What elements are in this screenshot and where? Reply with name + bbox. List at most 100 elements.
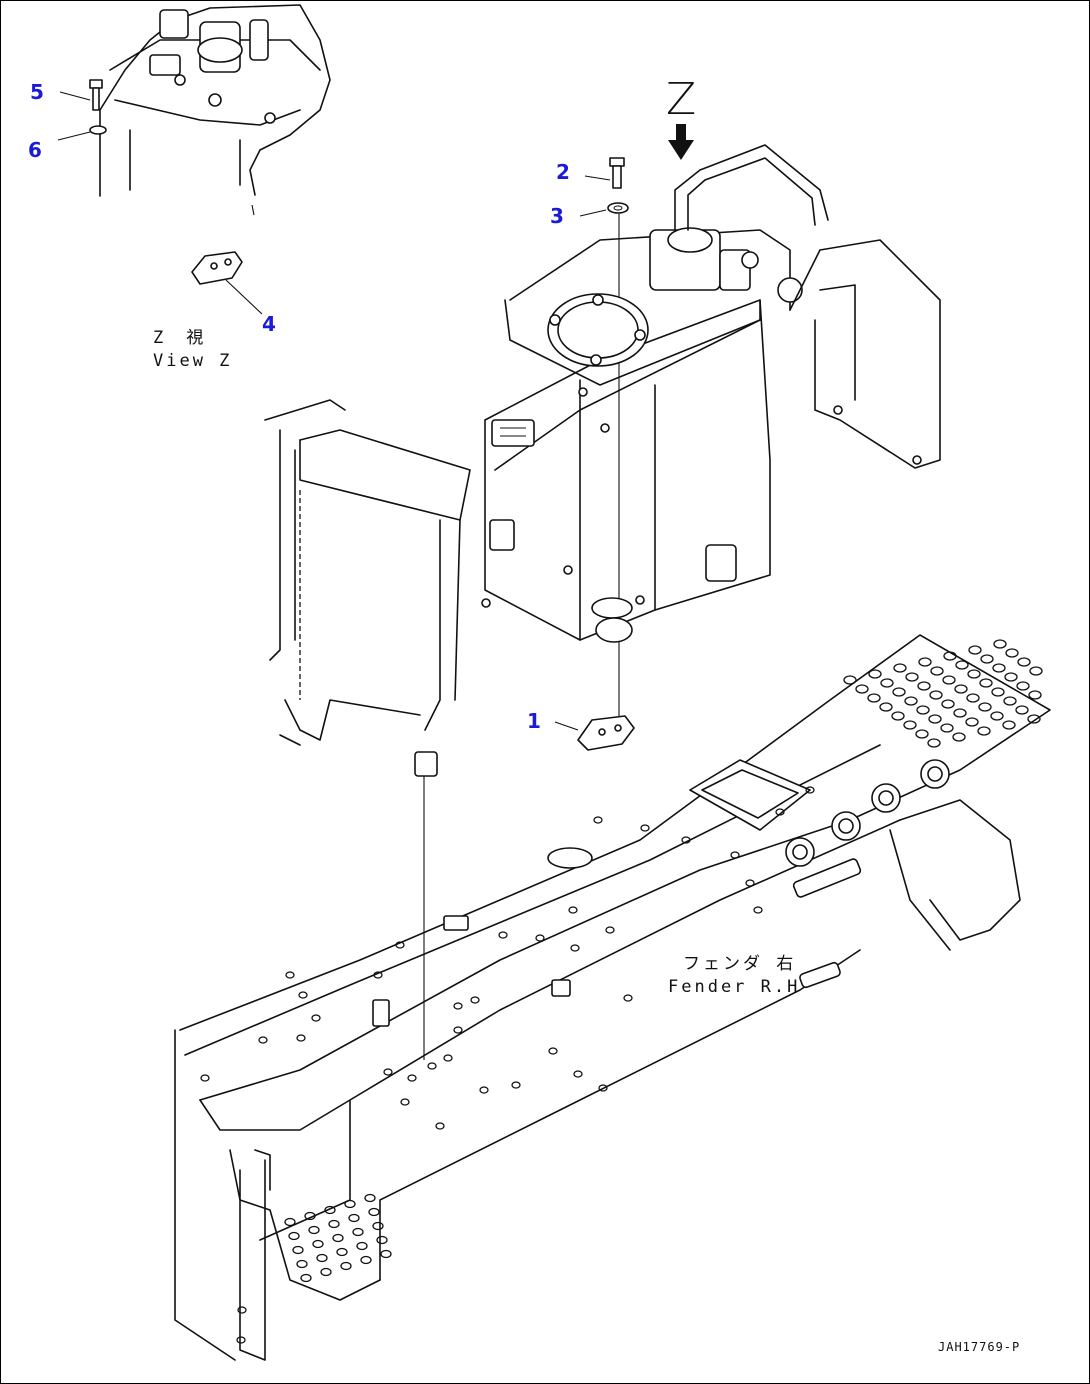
checker-dimple bbox=[320, 1267, 332, 1277]
bolt-hole bbox=[470, 996, 480, 1004]
bolt-hole bbox=[400, 1098, 410, 1106]
checker-dimple bbox=[892, 687, 906, 697]
callout-2: 2 bbox=[556, 160, 570, 184]
checker-dimple bbox=[352, 1227, 364, 1237]
checker-dimple bbox=[940, 723, 954, 733]
bolt-hole bbox=[258, 1036, 268, 1044]
bolt-hole bbox=[383, 1068, 393, 1076]
fender-rh bbox=[174, 634, 1051, 1361]
checker-dimple bbox=[300, 1273, 312, 1283]
checker-dimple bbox=[928, 714, 942, 724]
bolt-hole bbox=[745, 879, 755, 887]
checker-dimple bbox=[1005, 648, 1019, 658]
bolt-hole bbox=[395, 941, 405, 949]
checker-dimple bbox=[308, 1225, 320, 1235]
checker-dimple bbox=[915, 729, 929, 739]
checker-dimple bbox=[941, 699, 955, 709]
bolt-hole bbox=[479, 1086, 489, 1094]
checker-dimple bbox=[980, 654, 994, 664]
view-z-label-en: View Z bbox=[153, 351, 233, 371]
checker-dimple bbox=[904, 696, 918, 706]
bolt-hole bbox=[593, 816, 603, 824]
checker-dimple bbox=[1004, 672, 1018, 682]
view-z-arrow bbox=[668, 124, 694, 160]
checker-dimple bbox=[376, 1235, 388, 1245]
bolt-hole bbox=[535, 934, 545, 942]
checker-dimple bbox=[952, 732, 966, 742]
fender-label-en: Fender R.H bbox=[668, 977, 801, 997]
checker-dimple bbox=[990, 711, 1004, 721]
checker-plate-top bbox=[843, 639, 1043, 748]
checker-dimple bbox=[929, 690, 943, 700]
checker-dimple bbox=[917, 681, 931, 691]
checker-dimple bbox=[380, 1249, 392, 1259]
checker-dimple bbox=[288, 1231, 300, 1241]
bolt-hole bbox=[298, 991, 308, 999]
checker-dimple bbox=[360, 1255, 372, 1265]
bolt-hole bbox=[805, 786, 815, 794]
checker-dimple bbox=[930, 666, 944, 676]
checker-dimple bbox=[979, 678, 993, 688]
checker-dimple bbox=[968, 645, 982, 655]
checker-dimple bbox=[880, 678, 894, 688]
checker-dimple bbox=[867, 693, 881, 703]
checker-dimple bbox=[977, 726, 991, 736]
view-z-label-jp: Z 視 bbox=[153, 328, 207, 348]
tank-assembly bbox=[264, 144, 941, 746]
callout-4: 4 bbox=[262, 312, 276, 336]
bolt-hole bbox=[296, 1034, 306, 1042]
checker-dimple bbox=[978, 702, 992, 712]
plate-part-1 bbox=[554, 715, 635, 751]
checker-dimple bbox=[344, 1199, 356, 1209]
checker-dimple bbox=[292, 1245, 304, 1255]
bolt-hole bbox=[498, 931, 508, 939]
checker-dimple bbox=[1016, 681, 1030, 691]
bolt-hole bbox=[237, 1306, 247, 1314]
bolt-hole bbox=[548, 1047, 558, 1055]
bolt-hole bbox=[730, 851, 740, 859]
view-z-detail bbox=[57, 4, 331, 315]
bolt-hole bbox=[311, 1014, 321, 1022]
checker-dimple bbox=[296, 1259, 308, 1269]
checker-dimple bbox=[332, 1233, 344, 1243]
checker-dimple bbox=[991, 687, 1005, 697]
checker-dimple bbox=[966, 693, 980, 703]
bolt-hole bbox=[236, 1336, 246, 1344]
checker-dimple bbox=[843, 675, 857, 685]
checker-dimple bbox=[905, 672, 919, 682]
checker-dimple bbox=[879, 702, 893, 712]
bolt-hole bbox=[681, 836, 691, 844]
bolt-hole bbox=[623, 994, 633, 1002]
checker-dimple bbox=[953, 708, 967, 718]
checker-dimple bbox=[916, 705, 930, 715]
checker-plate-bottom bbox=[284, 1193, 392, 1283]
checker-dimple bbox=[967, 669, 981, 679]
bolt-hole bbox=[598, 1084, 608, 1092]
checker-dimple bbox=[328, 1219, 340, 1229]
checker-dimple bbox=[348, 1213, 360, 1223]
bolt-hole bbox=[435, 1122, 445, 1130]
checker-dimple bbox=[316, 1253, 328, 1263]
checker-dimple bbox=[992, 663, 1006, 673]
bolt-hole bbox=[453, 1026, 463, 1034]
checker-dimple bbox=[954, 684, 968, 694]
callout-3: 3 bbox=[550, 204, 564, 228]
callout-1: 1 bbox=[527, 709, 541, 733]
bolt-hole bbox=[511, 1081, 521, 1089]
checker-dimple bbox=[965, 717, 979, 727]
bolt-hole bbox=[407, 1074, 417, 1082]
checker-dimple bbox=[868, 669, 882, 679]
checker-dimple bbox=[340, 1261, 352, 1271]
callout-6: 6 bbox=[28, 138, 42, 162]
bolt-hole bbox=[753, 906, 763, 914]
checker-dimple bbox=[893, 663, 907, 673]
bolt-hole bbox=[427, 1062, 437, 1070]
checker-dimple bbox=[372, 1221, 384, 1231]
checker-dimple bbox=[943, 651, 957, 661]
checker-dimple bbox=[284, 1217, 296, 1227]
checker-dimple bbox=[304, 1211, 316, 1221]
checker-dimple bbox=[903, 720, 917, 730]
bolt-hole bbox=[573, 1070, 583, 1078]
fender-bolt-holes bbox=[200, 786, 815, 1344]
